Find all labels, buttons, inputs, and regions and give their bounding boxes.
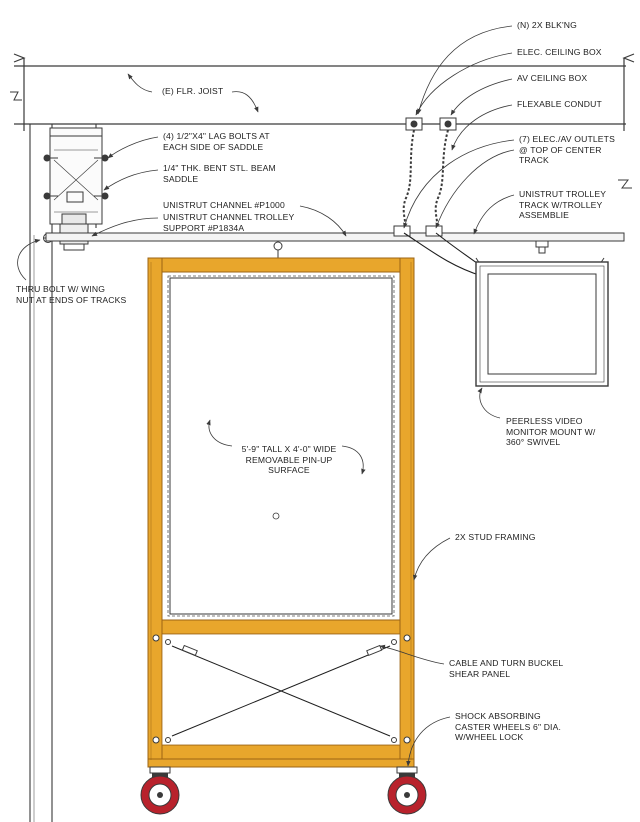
- shear-panel-bay: [161, 633, 401, 746]
- beam-saddle: [49, 127, 103, 225]
- leader-av-box: [450, 78, 513, 116]
- elec-ceiling-box: [405, 117, 423, 131]
- leader-trolley-track: [473, 194, 515, 235]
- caster-wheel-right: [387, 766, 427, 815]
- leader-elec-box: [415, 52, 513, 116]
- label-pinup-surface: 5'-9" TALL X 4'-0" WIDE REMOVABLE PIN-UP…: [241, 444, 337, 475]
- label-elec-ceiling-box: ELEC. CEILING BOX: [517, 47, 602, 57]
- leader-monitor: [477, 387, 501, 419]
- stud-frame: [147, 257, 415, 768]
- leader-saddle: [103, 169, 159, 191]
- leader-casters: [406, 716, 451, 767]
- shear-cable: [171, 645, 391, 737]
- leader-outlets: [403, 139, 515, 229]
- label-trolley-track: UNISTRUT TROLLEY TRACK W/TROLLEY ASSEMBL…: [519, 189, 607, 220]
- track-outlet-boxes: [393, 225, 443, 237]
- leader-cable: [379, 644, 445, 665]
- wall-break-marks: [10, 91, 632, 189]
- video-monitor: [475, 261, 609, 387]
- leader-lag-bolts: [107, 136, 159, 159]
- label-flexible-conduit: FLEXABLE CONDUT: [517, 99, 602, 109]
- leader-channel: [299, 205, 347, 237]
- label-monitor-mount: PEERLESS VIDEO MONITOR MOUNT W/ 360° SWI…: [506, 416, 596, 447]
- label-blocking: (N) 2X BLK'NG: [517, 20, 577, 30]
- pinup-surface: [161, 271, 401, 621]
- pushpin-icon: [272, 512, 280, 520]
- label-unistrut-channel: UNISTRUT CHANNEL #P1000: [163, 200, 285, 210]
- floor-joist: [13, 53, 635, 131]
- leader-floor-joist-left: [127, 73, 153, 93]
- caster-wheel-left: [140, 766, 180, 815]
- leader-blocking: [417, 25, 513, 115]
- leader-pinup-right: [341, 445, 366, 475]
- leader-pinup-left: [206, 419, 233, 447]
- leader-floor-joist-right: [231, 91, 259, 113]
- leader-trolley-support: [91, 217, 159, 237]
- label-thru-bolt: THRU BOLT W/ WING NUT AT ENDS OF TRACKS: [16, 284, 127, 305]
- leader-outlets-2: [435, 149, 515, 229]
- label-saddle: 1/4" THK. BENT STL. BEAM SADDLE: [163, 163, 276, 184]
- pinup-trolley-hanger: [270, 241, 286, 259]
- frame-bolts: [152, 634, 411, 744]
- leader-lines: [17, 25, 515, 767]
- leader-thru-bolt: [17, 238, 41, 281]
- label-lag-bolts: (4) 1/2"X4" LAG BOLTS AT EACH SIDE OF SA…: [163, 131, 270, 152]
- leader-stud-framing: [412, 537, 451, 581]
- label-outlets: (7) ELEC./AV OUTLETS @ TOP OF CENTER TRA…: [519, 134, 615, 165]
- flexible-conduit: [402, 129, 449, 231]
- label-stud-framing: 2X STUD FRAMING: [455, 532, 536, 542]
- label-trolley-support: UNISTRUT CHANNEL TROLLEY SUPPORT #P1834A: [163, 212, 295, 233]
- unistrut-channel: [45, 232, 625, 242]
- av-ceiling-box: [439, 117, 457, 131]
- label-caster-wheels: SHOCK ABSORBING CASTER WHEELS 6" DIA. W/…: [455, 711, 562, 742]
- lag-bolt-icon: [43, 154, 109, 200]
- label-floor-joist: (E) FLR. JOIST: [162, 86, 224, 96]
- leader-conduit: [451, 104, 513, 151]
- label-av-ceiling-box: AV CEILING BOX: [517, 73, 588, 83]
- label-cable-turnbuckle: CABLE AND TURN BUCKEL SHEAR PANEL: [449, 658, 564, 679]
